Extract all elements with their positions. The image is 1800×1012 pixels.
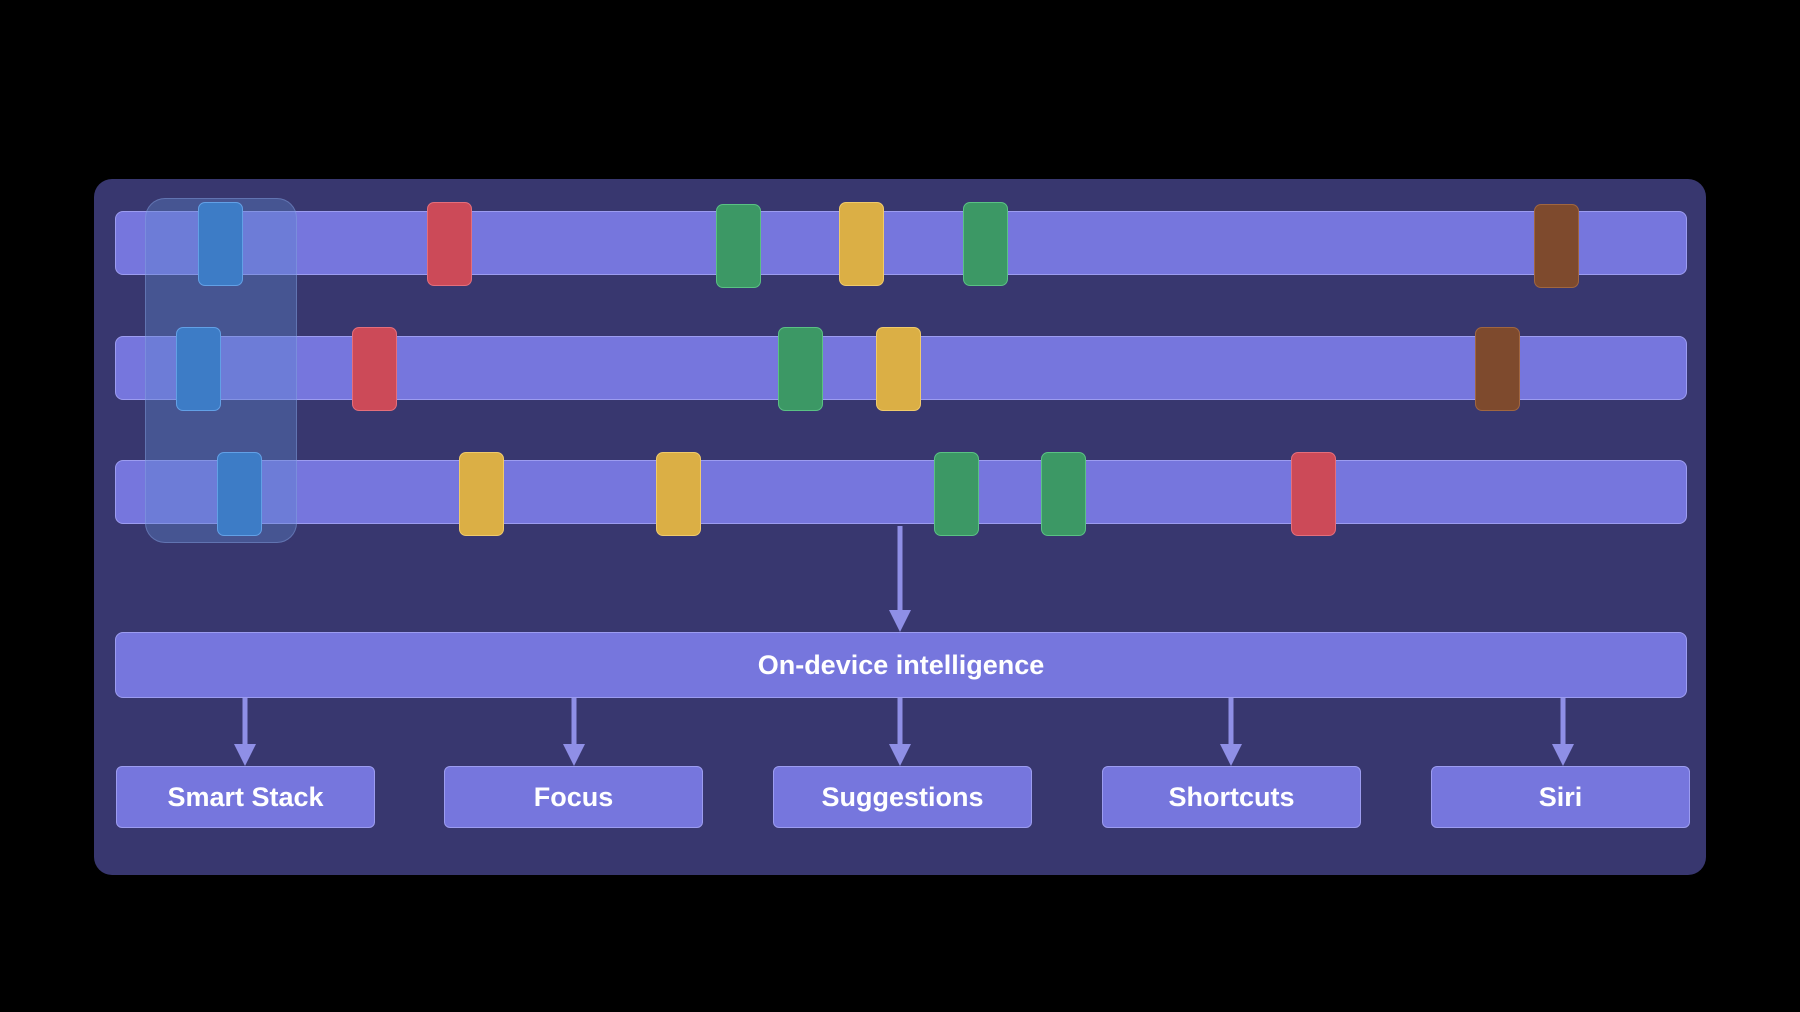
- event-block-green: [1041, 452, 1086, 536]
- event-block-green: [778, 327, 823, 411]
- output-smart-stack: Smart Stack: [116, 766, 375, 828]
- event-block-red: [1291, 452, 1336, 536]
- output-focus: Focus: [444, 766, 703, 828]
- event-block-brown: [1534, 204, 1579, 288]
- arrowhead-focus: [563, 744, 585, 766]
- event-block-blue: [176, 327, 221, 411]
- event-track-3: [115, 460, 1687, 524]
- arrowhead-intelligence: [889, 610, 911, 632]
- diagram-panel: On-device intelligence Smart Stack Focus…: [94, 179, 1706, 875]
- event-block-green: [716, 204, 761, 288]
- event-block-blue: [217, 452, 262, 536]
- on-device-intelligence-bar: On-device intelligence: [115, 632, 1687, 698]
- flow-arrows: [234, 526, 1574, 766]
- event-track-1: [115, 211, 1687, 275]
- arrowhead-smart-stack: [234, 744, 256, 766]
- event-block-green: [963, 202, 1008, 286]
- event-block-yellow: [839, 202, 884, 286]
- event-block-yellow: [656, 452, 701, 536]
- event-block-yellow: [876, 327, 921, 411]
- output-siri: Siri: [1431, 766, 1690, 828]
- arrowhead-shortcuts: [1220, 744, 1242, 766]
- event-block-red: [352, 327, 397, 411]
- event-block-green: [934, 452, 979, 536]
- arrowhead-suggestions: [889, 744, 911, 766]
- output-shortcuts: Shortcuts: [1102, 766, 1361, 828]
- event-block-brown: [1475, 327, 1520, 411]
- event-block-blue: [198, 202, 243, 286]
- event-block-yellow: [459, 452, 504, 536]
- event-block-red: [427, 202, 472, 286]
- arrowhead-siri: [1552, 744, 1574, 766]
- output-suggestions: Suggestions: [773, 766, 1032, 828]
